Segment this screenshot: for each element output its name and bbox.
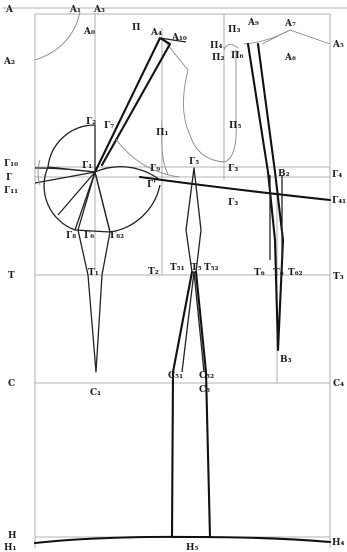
- label-T3: T₃: [333, 272, 344, 282]
- label-G3b: Г₃: [228, 164, 238, 174]
- back-dart: [246, 42, 285, 352]
- label-T2: T₂: [148, 267, 159, 277]
- label-T52: T₅₂: [204, 263, 219, 273]
- label-H: H: [8, 531, 17, 541]
- label-P3: П₃: [228, 25, 240, 35]
- label-A9: A₉: [247, 18, 259, 28]
- label-T61: T₆: [273, 268, 284, 278]
- horizontal-guides: [35, 166, 330, 538]
- label-T5: T₅: [191, 263, 202, 273]
- label-T: T: [8, 271, 15, 281]
- label-C5: C₅: [199, 385, 210, 395]
- label-A0: A₀: [83, 27, 95, 37]
- label-P: П: [132, 23, 141, 33]
- label-P6: П₆: [231, 51, 243, 61]
- point-labels: A A₁ A₃ A₀ A₂ П A₄ A₁₀ П₃ П₄ П₂ П₆ П₁ П₅…: [3, 5, 346, 552]
- label-P5: П₅: [229, 121, 241, 131]
- label-A5: A₅: [332, 40, 344, 50]
- label-A1: A₁: [69, 5, 81, 15]
- label-B2: B₂: [278, 169, 290, 179]
- label-P4: П₄: [210, 41, 222, 51]
- label-G4: Г₄: [332, 170, 342, 180]
- label-P1: П₁: [156, 128, 168, 138]
- label-C1: C₁: [90, 388, 101, 398]
- label-G10: Г₁₀: [4, 159, 18, 169]
- label-A10: A₁₀: [171, 33, 187, 43]
- label-H1: H₁: [4, 543, 17, 552]
- label-A2: A₂: [3, 57, 15, 67]
- label-G2: Г₂: [86, 117, 96, 127]
- label-G1: Г₁: [82, 161, 92, 171]
- label-G: Г: [6, 173, 13, 183]
- label-H4: H₄: [332, 538, 345, 548]
- label-C52: C₅₂: [199, 371, 214, 381]
- label-G7: Г₇: [104, 121, 114, 131]
- label-T1: T₁: [88, 268, 99, 278]
- label-P2: П₂: [212, 53, 224, 63]
- label-C: C: [8, 379, 15, 389]
- label-T51: T₅₁: [170, 263, 185, 273]
- label-A4: A₄: [150, 28, 162, 38]
- frame-lines: [2, 7, 347, 548]
- label-B3: B₃: [280, 355, 292, 365]
- hem-line: [33, 535, 332, 545]
- label-Gprime: Г': [147, 180, 156, 190]
- label-G8: Г₈: [66, 231, 76, 241]
- front-waist-dart: [77, 171, 111, 373]
- side-seam-curve: [138, 175, 332, 202]
- label-G3: Г₃: [228, 198, 238, 208]
- label-G5: Г₅: [189, 157, 199, 167]
- bust-construction: [34, 124, 161, 233]
- label-G82: Г₈₂: [110, 231, 124, 241]
- label-G9: Г₉: [150, 164, 160, 174]
- label-C51: C₅₁: [168, 371, 183, 381]
- shoulder-dart: [93, 36, 187, 178]
- armhole-curves: [34, 11, 331, 175]
- label-G6: Г₆: [84, 231, 94, 241]
- label-A3: A₃: [93, 5, 105, 15]
- label-H5: H₅: [186, 543, 199, 552]
- label-C4: C₄: [333, 379, 344, 389]
- label-G11: Г₁₁: [4, 186, 18, 196]
- label-T6: T₆: [254, 268, 265, 278]
- label-A6: A₆: [284, 53, 296, 63]
- label-T62: T₆₂: [288, 268, 303, 278]
- label-A7: A₇: [284, 19, 296, 29]
- side-panel-dart: [170, 167, 212, 539]
- label-A: A: [5, 5, 14, 15]
- label-G41: Г₄₁: [332, 196, 346, 206]
- vertical-guides: [94, 14, 278, 383]
